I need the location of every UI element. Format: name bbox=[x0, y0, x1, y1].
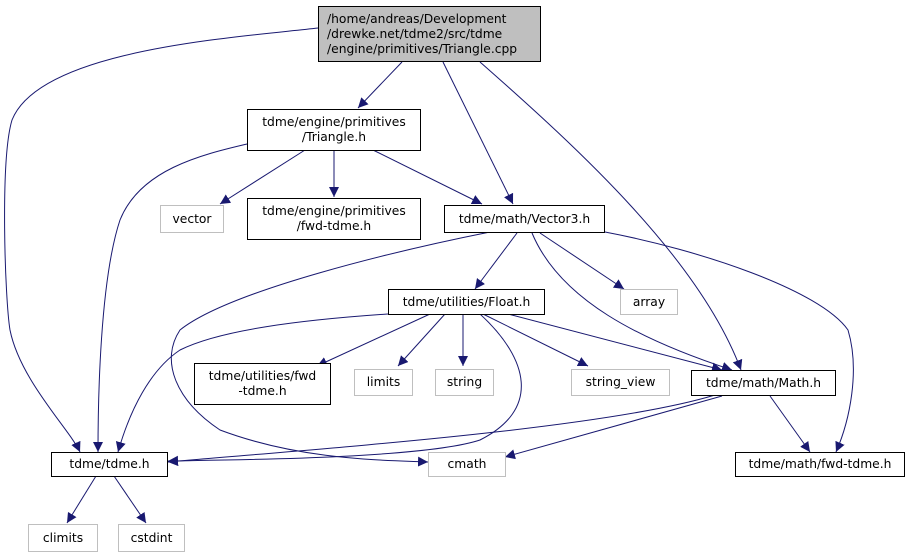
edge-tdme-h-to-climits bbox=[66, 475, 97, 524]
node-string-view: string_view bbox=[571, 369, 670, 396]
node-math-h[interactable]: tdme/math/Math.h bbox=[691, 370, 836, 396]
edge-vector3-h-to-math-h bbox=[531, 232, 733, 372]
edge-float-h-to-tdme-h bbox=[115, 313, 389, 453]
node-vector3-h[interactable]: tdme/math/Vector3.h bbox=[444, 205, 605, 233]
edge-float-h-to-math-h bbox=[507, 313, 723, 373]
node-tdme-h[interactable]: tdme/tdme.h bbox=[51, 452, 168, 477]
node-vector3-h-label: tdme/math/Vector3.h bbox=[458, 211, 591, 226]
edge-float-h-to-limits bbox=[397, 313, 446, 367]
node-string-view-label: string_view bbox=[585, 375, 656, 389]
node-triangle-h-line-2: /Triangle.h bbox=[301, 130, 367, 144]
edge-triangle-h-to-vector3-h bbox=[372, 149, 483, 205]
edge-float-h-to-utilities-fwd bbox=[316, 313, 431, 367]
edge-float-h-to-tdme-h-loop bbox=[167, 313, 522, 466]
edge-triangle-h-to-tdme-h bbox=[93, 143, 248, 453]
edge-triangle-h-to-vector bbox=[219, 149, 306, 205]
node-string-label: string bbox=[446, 375, 483, 389]
node-float-h[interactable]: tdme/utilities/Float.h bbox=[388, 289, 545, 315]
node-primitives-fwd-tdme-h[interactable]: tdme/engine/primitives /fwd-tdme.h bbox=[247, 198, 421, 240]
edge-math-h-to-tdme-h bbox=[167, 394, 716, 467]
node-climits: climits bbox=[28, 524, 98, 552]
node-math-h-label: tdme/math/Math.h bbox=[705, 375, 822, 390]
node-array: array bbox=[620, 289, 678, 315]
edge-root-to-triangle-h bbox=[357, 61, 403, 109]
node-limits-label: limits bbox=[366, 375, 401, 389]
node-vector-label: vector bbox=[172, 211, 212, 226]
edge-vector3-h-to-cmath bbox=[170, 231, 491, 467]
node-cstdint-label: cstdint bbox=[130, 530, 173, 545]
node-triangle-cpp-line-2: /drewke.net/tdme2/src/tdme bbox=[327, 26, 503, 41]
node-triangle-cpp-line-1: /home/andreas/Development bbox=[327, 11, 507, 26]
node-climits-label: climits bbox=[42, 530, 84, 545]
node-cmath-label: cmath bbox=[447, 457, 487, 471]
node-array-label: array bbox=[632, 294, 666, 309]
node-triangle-cpp: /home/andreas/Development /drewke.net/td… bbox=[318, 6, 541, 62]
edge-vector3-h-to-float-h bbox=[474, 232, 518, 290]
edge-math-h-to-cmath bbox=[504, 395, 723, 460]
node-math-fwd-tdme-h[interactable]: tdme/math/fwd-tdme.h bbox=[735, 452, 905, 477]
edge-root-to-math-h bbox=[479, 61, 743, 371]
node-tdme-h-label: tdme/tdme.h bbox=[69, 457, 150, 471]
node-utilities-fwd-line-1: tdme/utilities/fwd bbox=[208, 369, 317, 383]
node-triangle-cpp-line-3: /engine/primitives/Triangle.cpp bbox=[327, 41, 518, 56]
edge-vector3-h-to-array bbox=[539, 232, 625, 290]
node-float-h-label: tdme/utilities/Float.h bbox=[402, 294, 531, 309]
edge-math-h-to-math-fwd bbox=[769, 395, 811, 453]
node-primitives-fwd-line-1: tdme/engine/primitives bbox=[262, 204, 406, 218]
node-triangle-h[interactable]: tdme/engine/primitives /Triangle.h bbox=[247, 109, 421, 151]
node-string: string bbox=[435, 369, 494, 396]
node-utilities-fwd-line-2: -tdme.h bbox=[238, 384, 287, 398]
edge-root-to-vector3-h bbox=[442, 61, 514, 205]
node-cstdint: cstdint bbox=[118, 524, 185, 552]
edge-float-h-to-string-view bbox=[482, 313, 589, 367]
node-limits: limits bbox=[354, 369, 413, 396]
node-math-fwd-label: tdme/math/fwd-tdme.h bbox=[748, 457, 892, 471]
node-cmath: cmath bbox=[428, 452, 506, 477]
node-vector: vector bbox=[160, 205, 224, 233]
edge-vector3-h-to-math-fwd bbox=[604, 231, 854, 453]
node-utilities-fwd-tdme-h[interactable]: tdme/utilities/fwd -tdme.h bbox=[194, 363, 331, 405]
edge-tdme-h-to-cstdint bbox=[113, 475, 147, 524]
node-primitives-fwd-line-2: /fwd-tdme.h bbox=[296, 219, 372, 233]
node-triangle-h-line-1: tdme/engine/primitives bbox=[262, 115, 406, 129]
edge-root-to-tdme-h bbox=[4, 27, 319, 453]
